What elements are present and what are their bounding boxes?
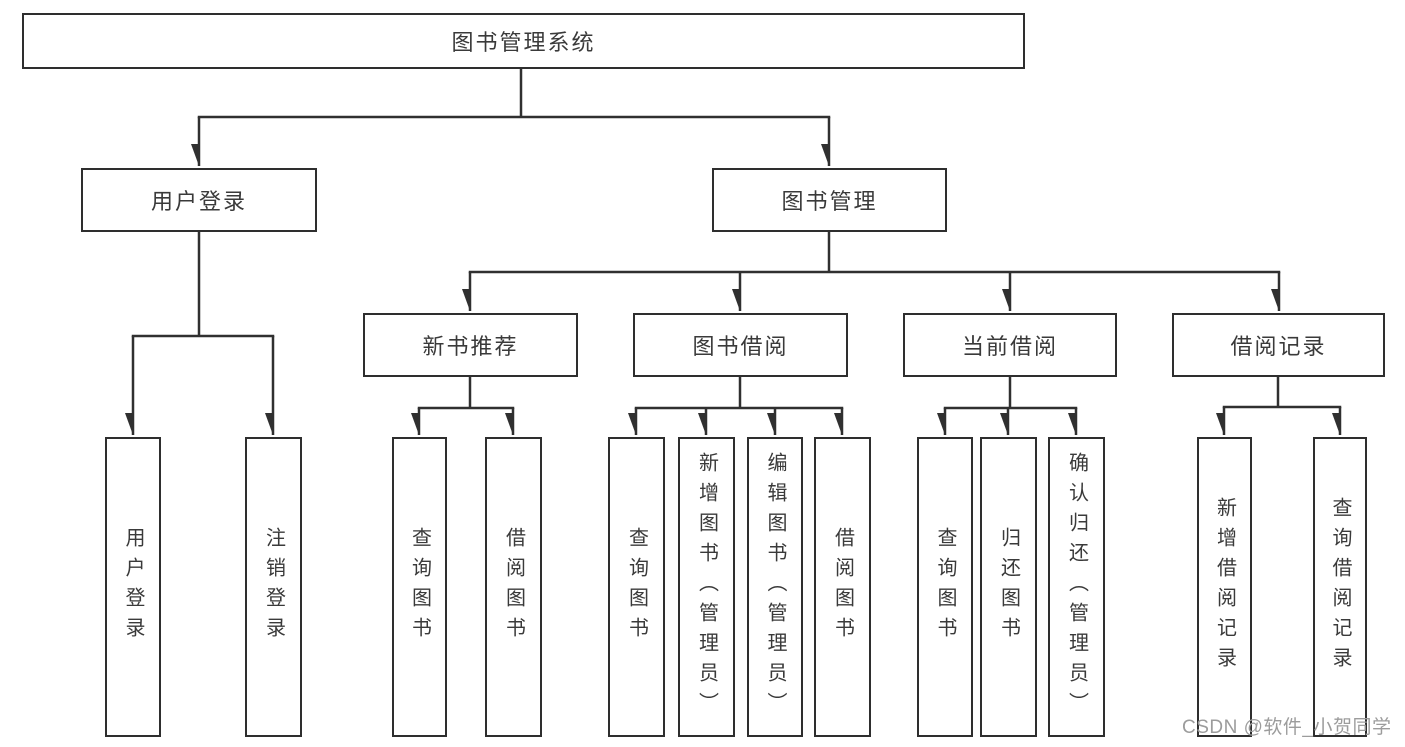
leaf-borrow-books-recommend: 借阅图书	[485, 437, 542, 737]
node-label: 新增借阅记录	[1213, 497, 1236, 677]
connector-user-login-children	[132, 232, 275, 435]
node-new-book-recommend: 新书推荐	[363, 313, 578, 377]
leaf-query-books-current: 查询图书	[917, 437, 973, 737]
node-root-system: 图书管理系统	[22, 13, 1025, 69]
connector-book-mgmt-to-level3	[469, 232, 1281, 311]
node-label: 查询图书	[408, 527, 431, 647]
leaf-logout: 注销登录	[245, 437, 302, 737]
node-label: 确认归还（管理员）	[1065, 452, 1088, 722]
connector-borrow-records-children	[1223, 376, 1342, 435]
leaf-add-borrow-record: 新增借阅记录	[1197, 437, 1252, 737]
node-label: 借阅图书	[831, 527, 854, 647]
leaf-user-login: 用户登录	[105, 437, 161, 737]
node-label: 查询借阅记录	[1329, 497, 1351, 677]
leaf-confirm-return-admin: 确认归还（管理员）	[1048, 437, 1105, 737]
node-book-management: 图书管理	[712, 168, 947, 232]
leaf-add-books-admin: 新增图书（管理员）	[678, 437, 735, 737]
node-label: 当前借阅	[961, 334, 1058, 359]
node-borrowing-records: 借阅记录	[1172, 313, 1385, 377]
node-label: 查询图书	[625, 527, 648, 647]
node-label: 新增图书（管理员）	[695, 452, 718, 722]
node-label: 借阅图书	[502, 527, 525, 647]
leaf-edit-books-admin: 编辑图书（管理员）	[747, 437, 803, 737]
csdn-watermark: CSDN @软件_小贺同学	[1182, 717, 1392, 738]
leaf-query-borrow-record: 查询借阅记录	[1313, 437, 1367, 737]
node-label: 注销登录	[262, 527, 285, 647]
node-user-login-module: 用户登录	[81, 168, 317, 232]
node-label: 查询图书	[934, 527, 956, 647]
node-label: 借阅记录	[1230, 334, 1327, 359]
leaf-borrow-books: 借阅图书	[814, 437, 871, 737]
node-label: 用户登录	[122, 527, 144, 647]
node-current-borrowing: 当前借阅	[903, 313, 1117, 377]
node-label: 图书借阅	[692, 334, 789, 359]
node-label: 归还图书	[997, 527, 1020, 647]
node-label: 图书管理系统	[451, 30, 596, 55]
leaf-query-books-recommend: 查询图书	[392, 437, 447, 737]
leaf-query-books-borrowing: 查询图书	[608, 437, 665, 737]
node-label: 新书推荐	[422, 334, 519, 359]
node-label: 用户登录	[150, 189, 247, 214]
connector-new-book-children	[418, 377, 515, 435]
connector-book-borrow-children	[635, 377, 844, 435]
node-book-borrowing: 图书借阅	[633, 313, 848, 377]
node-label: 图书管理	[781, 189, 878, 214]
connector-root-to-level2	[198, 69, 831, 166]
connector-current-borrow-children	[944, 377, 1078, 435]
leaf-return-books: 归还图书	[980, 437, 1037, 737]
node-label: 编辑图书（管理员）	[764, 452, 786, 722]
